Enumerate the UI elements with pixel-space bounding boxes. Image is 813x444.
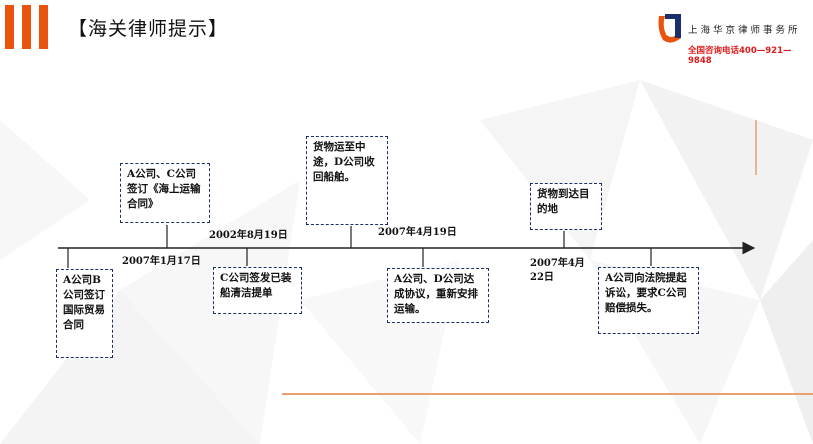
timeline-date: 2007年1月17日 xyxy=(122,256,201,267)
timeline-event-box: A公司、C公司签订《海上运输合同》 xyxy=(120,163,210,223)
timeline-event-box: 货物运至中途，D公司收回船舶。 xyxy=(306,136,388,225)
timeline-event-box: A公司、D公司达成协议，重新安排运输。 xyxy=(387,268,489,323)
firm-name: 上海华京律师事务所 xyxy=(688,25,801,36)
timeline-event-box: A公司向法院提起诉讼，要求C公司赔偿损失。 xyxy=(598,267,699,334)
header-accent-bar xyxy=(5,5,14,49)
header-accent-bar xyxy=(39,5,48,49)
hotline-text: 全国咨询电话400—921—9848 xyxy=(688,46,792,66)
timeline-event-box: 货物到达目的地 xyxy=(530,183,602,230)
timeline-event-box: A公司B公司签订国际贸易合同 xyxy=(56,269,113,358)
timeline-date: 2007年4月22日 xyxy=(530,258,585,283)
logo-glyph: 微 xyxy=(665,23,676,37)
timeline-event-box: C公司签发已装船清洁提单 xyxy=(213,267,302,314)
timeline-date: 2002年8月19日 xyxy=(209,230,288,241)
footer-divider xyxy=(282,393,813,395)
page-title: 【海关律师提示】 xyxy=(68,18,229,40)
timeline-date: 2007年4月19日 xyxy=(378,227,457,238)
header-accent-bar xyxy=(22,5,31,49)
firm-logo: 微 xyxy=(658,14,681,43)
